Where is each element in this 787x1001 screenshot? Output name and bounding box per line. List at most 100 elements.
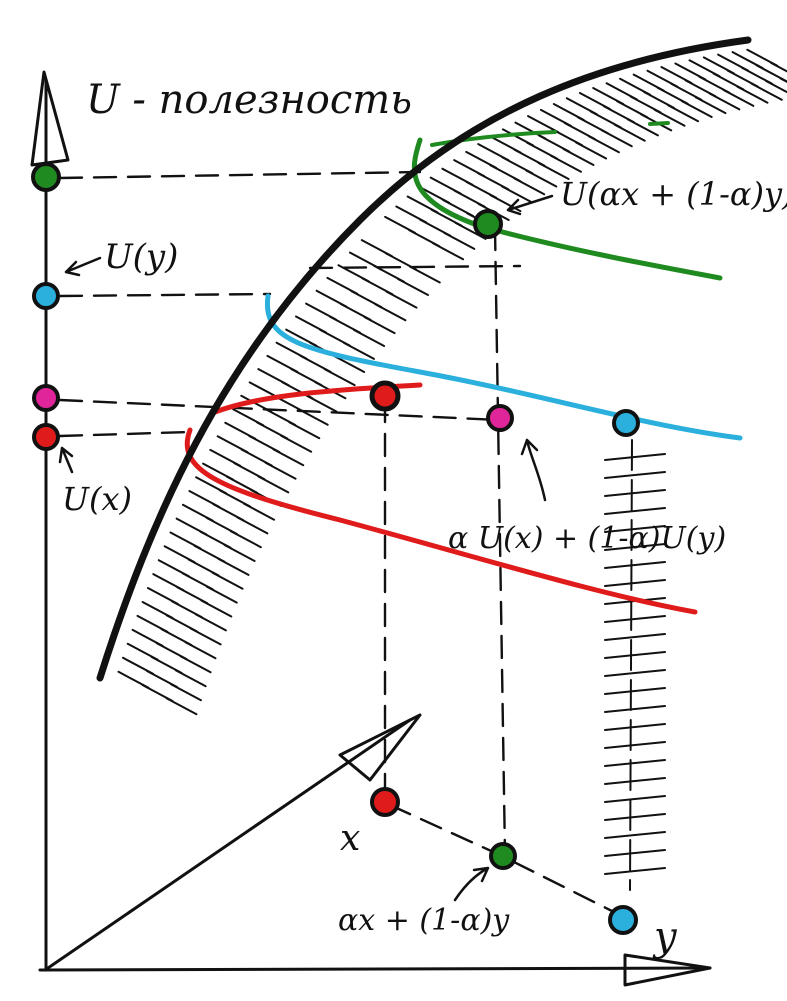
hatch-stroke (432, 242, 465, 261)
hatch-stroke (779, 77, 787, 84)
hatch-stroke (408, 265, 441, 284)
plot-points (369, 209, 640, 935)
hatch-stroke (280, 434, 313, 453)
hatch-stroke (765, 80, 787, 94)
x-axis (38, 966, 712, 972)
hatch-stroke (604, 471, 666, 479)
hatch-stroke (575, 141, 608, 160)
hatch-stroke (680, 100, 713, 118)
diagram-title: U - полезность (86, 77, 412, 123)
hatch-stroke (770, 62, 787, 73)
point-x (370, 787, 400, 817)
hatch-stroke (604, 849, 666, 857)
pointer-u-y (64, 256, 102, 277)
label-u-x: U(x) (62, 480, 132, 518)
hatch-stroke (604, 453, 666, 461)
hatch-stroke (604, 705, 666, 713)
point-green-axis (31, 162, 61, 192)
hatch-stroke (604, 525, 666, 533)
hatch-stroke (736, 85, 769, 104)
hatch-stroke (653, 108, 686, 127)
hatch-stroke (525, 169, 558, 188)
hatch-stroke (604, 723, 666, 731)
hatch-stroke (708, 92, 741, 111)
point-blue-axis (32, 282, 60, 310)
hatch-stroke (165, 697, 198, 716)
hatch-stroke (229, 530, 262, 549)
hatch-stroke (604, 615, 666, 623)
hatch-stroke (604, 795, 666, 803)
hatching-right-column (604, 439, 666, 891)
guide-blue-level (58, 292, 272, 298)
hatch-stroke (604, 831, 666, 839)
hatch-stroke (243, 502, 276, 521)
hatch-stroke (562, 148, 595, 166)
pointer-u-x (58, 446, 74, 474)
hatch-stroke (170, 683, 202, 702)
hatch-stroke (174, 669, 207, 688)
hatch-stroke (305, 394, 338, 413)
y-axis-arrowhead (30, 70, 70, 167)
hatch-stroke (353, 329, 386, 347)
hatch-stroke (604, 489, 666, 497)
hatch-stroke (385, 290, 418, 309)
hatch-stroke (217, 557, 250, 576)
hatch-stroke (374, 303, 407, 322)
point-u-mix (473, 209, 503, 239)
hatch-stroke (604, 741, 666, 749)
hatch-stroke (397, 278, 429, 296)
guide-blue-dashes (308, 264, 522, 270)
diagonal-arrowhead (338, 713, 422, 782)
x-axis-arrowhead (623, 953, 712, 987)
hatch-stroke (211, 571, 244, 590)
blue-curve (264, 293, 743, 441)
point-mix-of-u (486, 404, 514, 432)
hatch-stroke (264, 461, 297, 480)
green-curve-top (430, 130, 557, 147)
hatch-stroke (501, 185, 534, 204)
dashed-guides (58, 170, 622, 917)
hatch-stroke (604, 561, 666, 569)
pointer-u-mix (506, 194, 554, 216)
hatch-stroke (288, 421, 321, 440)
hatch-stroke (323, 368, 356, 387)
point-magenta-axis (32, 384, 60, 412)
guide-magenta-level (58, 398, 502, 422)
hatch-stroke (513, 177, 546, 196)
label-u-mix: U(αx + (1-α)y) (560, 175, 787, 213)
green-curve-dash (648, 121, 670, 126)
hatch-stroke (363, 316, 396, 335)
hatch-stroke (604, 687, 666, 695)
axis-points (31, 162, 61, 451)
guide-green-level (58, 170, 422, 180)
axes (30, 70, 712, 987)
hatch-stroke (550, 154, 582, 173)
hatch-stroke (604, 543, 666, 551)
utility-boundary (96, 36, 752, 682)
point-y (608, 905, 638, 935)
hatch-stroke (604, 777, 666, 785)
hatch-stroke (189, 627, 222, 646)
hatch-stroke (272, 448, 305, 467)
label-pointers (58, 194, 554, 902)
hatch-stroke (333, 355, 366, 373)
hatch-stroke (604, 813, 666, 821)
hatch-stroke (194, 613, 227, 632)
hatch-stroke (223, 544, 256, 562)
hatch-stroke (604, 867, 666, 875)
hatch-stroke (667, 104, 700, 123)
point-mix (489, 842, 517, 870)
hatching (117, 48, 787, 716)
hatch-stroke (722, 88, 755, 107)
hatch-stroke (750, 82, 783, 101)
label-y: y (652, 914, 678, 960)
hatch-stroke (205, 585, 238, 604)
hatch-stroke (694, 96, 727, 115)
label-x: x (340, 818, 360, 859)
hatch-stroke (587, 135, 620, 154)
hatch-stroke (626, 118, 659, 137)
point-red-axis (32, 423, 60, 451)
hatch-stroke (443, 231, 476, 250)
